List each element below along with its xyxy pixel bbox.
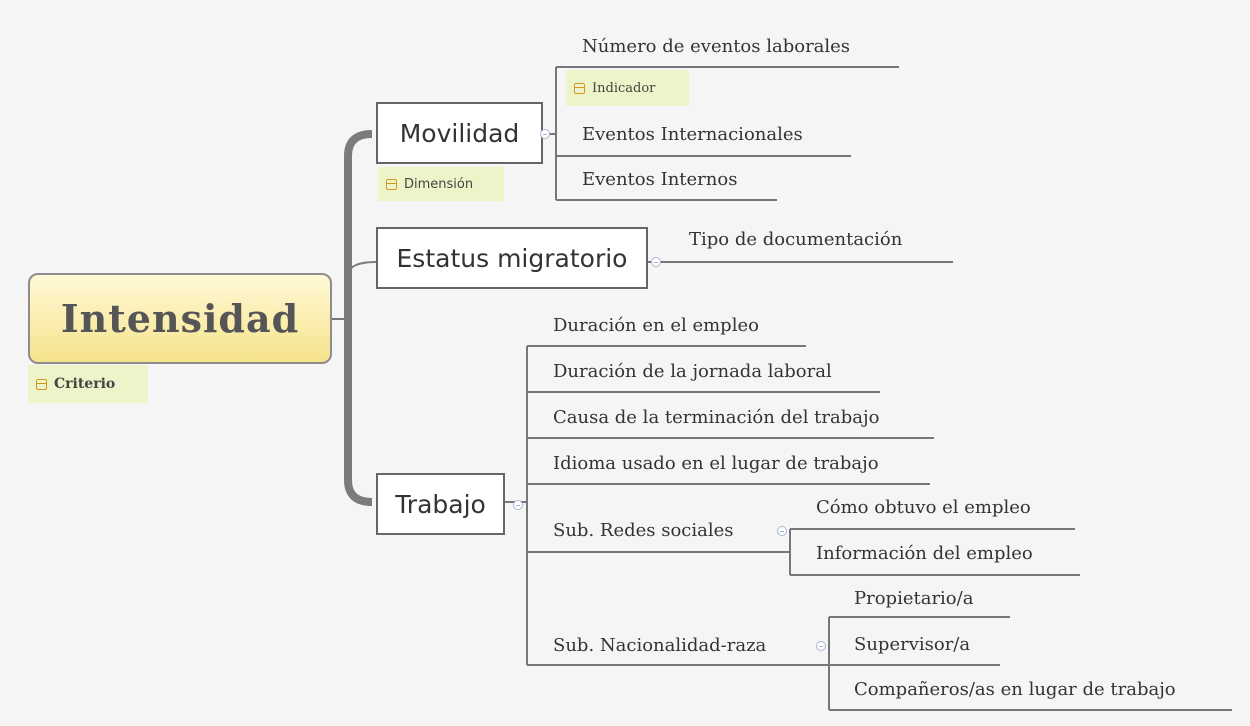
collapse-estatus-icon[interactable] [651,257,661,267]
indicator-marker-label: Indicador [592,80,656,96]
dimension-marker: Dimensión [378,167,504,201]
collapse-nacionalidad-icon[interactable] [816,641,826,651]
subtopic-duracion-empleo[interactable]: Duración en el empleo [553,315,759,336]
nacionalidad-children-connector [828,616,1232,711]
criterio-marker-label: Criterio [54,376,116,392]
marker-icon [386,178,397,190]
subtopic-supervisor[interactable]: Supervisor/a [854,634,971,655]
dimension-marker-label: Dimensión [404,176,474,192]
subtopic-redes-sociales[interactable]: Sub. Redes sociales [553,520,734,541]
subtopic-como-obtuvo[interactable]: Cómo obtuvo el empleo [816,497,1031,518]
subtopic-eventos-internos[interactable]: Eventos Internos [582,169,738,190]
subtopic-eventos-internacionales[interactable]: Eventos Internacionales [582,124,803,145]
subtopic-tipo-documentacion[interactable]: Tipo de documentación [689,229,903,250]
subtopic-duracion-jornada[interactable]: Duración de la jornada laboral [553,361,832,382]
collapse-movilidad-icon[interactable] [540,129,550,139]
subtopic-companeros[interactable]: Compañeros/as en lugar de trabajo [854,679,1176,700]
subtopic-causa-terminacion[interactable]: Causa de la terminación del trabajo [553,407,880,428]
collapse-trabajo-icon[interactable] [513,500,523,510]
topic-trabajo-label: Trabajo [395,489,486,519]
topic-estatus-label: Estatus migratorio [396,243,628,273]
topic-trabajo[interactable]: Trabajo [376,473,505,535]
subtopic-informacion-empleo[interactable]: Información del empleo [816,543,1033,564]
marker-icon [36,378,47,390]
subtopic-idioma-trabajo[interactable]: Idioma usado en el lugar de trabajo [553,453,879,474]
trunk-connector [344,130,373,506]
branch-estatus-connector [347,261,377,275]
topic-estatus-migratorio[interactable]: Estatus migratorio [376,227,648,289]
redes-children-connector [789,528,1080,576]
marker-icon [574,82,585,94]
subtopic-nacionalidad-raza[interactable]: Sub. Nacionalidad-raza [553,635,767,656]
subtopic-numero-eventos[interactable]: Número de eventos laborales [582,36,851,57]
root-topic[interactable]: Intensidad [28,273,332,364]
collapse-redes-icon[interactable] [777,526,787,536]
topic-movilidad-label: Movilidad [399,118,520,148]
criterio-marker: Criterio [28,365,148,403]
indicator-marker: Indicador [566,70,689,106]
subtopic-propietario[interactable]: Propietario/a [854,588,974,609]
root-label: Intensidad [60,296,300,341]
topic-movilidad[interactable]: Movilidad [376,102,543,164]
